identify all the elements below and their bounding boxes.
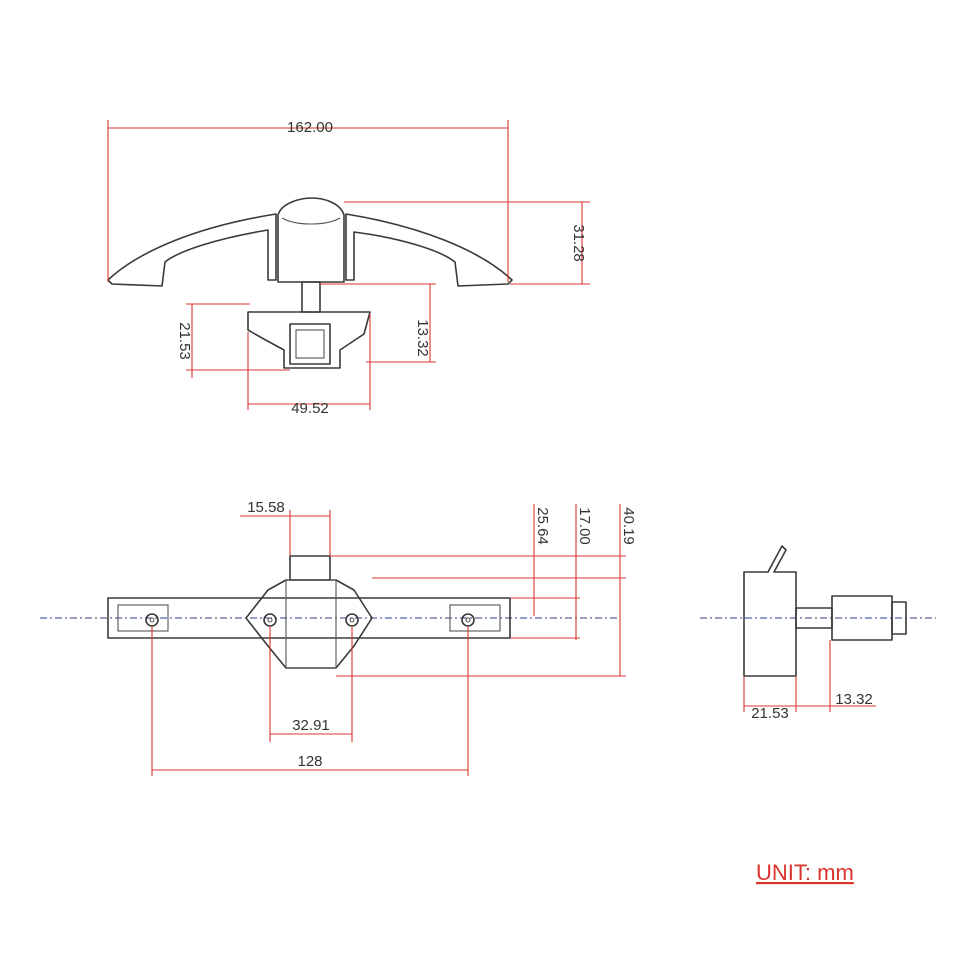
- handle-outline-right: [345, 213, 513, 287]
- unit-label: UNIT: mm: [756, 860, 854, 885]
- stem: [301, 281, 321, 313]
- dim-32-label: 32.91: [292, 717, 330, 734]
- dim-128-label: 128: [297, 753, 322, 770]
- mounting-bar: [107, 597, 511, 639]
- dim-13-label: 13.32: [414, 319, 431, 357]
- handle-outline: [107, 213, 277, 287]
- knob-ridge: [281, 217, 341, 225]
- dim-side-13-label: 13.32: [835, 691, 873, 708]
- dim-162-label: 162.00: [287, 119, 333, 136]
- screw-hole-3: [345, 613, 359, 627]
- base-block: [247, 311, 371, 369]
- knob-top: [277, 197, 345, 283]
- dim-49-label: 49.52: [291, 400, 329, 417]
- slot-right: [449, 604, 501, 632]
- dim-21-label: 21.53: [176, 322, 193, 360]
- hole-center: [349, 617, 355, 623]
- top-view: 162.00 31.28 21.53 13.32 49.52: [107, 119, 590, 417]
- dim-17-label: 17.00: [576, 507, 593, 545]
- hole-center: [465, 617, 471, 623]
- dim-31-label: 31.28: [570, 224, 587, 262]
- lock-body-center: [285, 579, 337, 669]
- side-body: [743, 545, 797, 677]
- lock-body: [245, 579, 373, 669]
- hole-center: [149, 617, 155, 623]
- hole-center: [267, 617, 273, 623]
- base-window-inner: [295, 329, 325, 359]
- dim-40-label: 40.19: [620, 507, 637, 545]
- screw-hole-1: [145, 613, 159, 627]
- dim-side-21-label: 21.53: [751, 705, 789, 722]
- dim-25-label: 25.64: [534, 507, 551, 545]
- side-view: 21.53 13.32: [700, 545, 936, 722]
- dim-15-label: 15.58: [247, 499, 285, 516]
- base-window: [289, 323, 331, 365]
- screw-hole-4: [461, 613, 475, 627]
- screw-hole-2: [263, 613, 277, 627]
- plunger: [289, 555, 331, 581]
- side-knob-tip: [891, 601, 907, 635]
- front-view: 15.58 25.64 17.00 40.19 32.91 128: [40, 499, 637, 776]
- slot-left: [117, 604, 169, 632]
